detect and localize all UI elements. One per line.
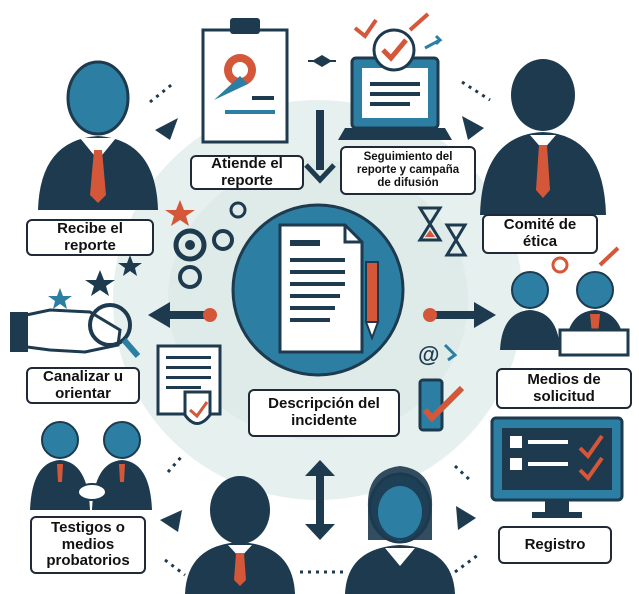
label-registro: Registro [498, 526, 612, 564]
document-shield-icon [156, 344, 222, 425]
document-pen-icon [231, 203, 405, 377]
arrow-right [423, 302, 496, 328]
person-icon [38, 60, 158, 210]
label-medios-solicitud: Medios de solicitud [496, 368, 632, 409]
arrow-heads [155, 116, 484, 532]
label-seguimiento: Seguimiento del reporte y campaña de dif… [340, 146, 476, 195]
arrow-left [148, 302, 217, 328]
label-recibe: Recibe el reporte [26, 219, 154, 256]
laptop-check-icon [338, 12, 452, 140]
dotted-connectors [149, 80, 491, 577]
label-canalizar: Canalizar u orientar [26, 367, 140, 404]
svg-text:@: @ [418, 342, 439, 367]
phone-email-icon: @ [418, 342, 465, 432]
label-testigos: Testigos o medios probatorios [30, 516, 146, 574]
arrow-down [304, 110, 336, 184]
gears-icon [165, 200, 247, 289]
clipboard-icon [201, 18, 289, 144]
hourglass-icon [417, 206, 468, 257]
person-icon [185, 476, 295, 594]
people-desk-icon [500, 246, 630, 357]
label-comite: Comité de ética [482, 214, 598, 254]
person-icon [480, 59, 606, 215]
label-descripcion: Descripción del incidente [248, 389, 400, 437]
person-icon [345, 466, 455, 594]
arrow-vertical [305, 460, 335, 540]
handshake-icon [10, 303, 141, 358]
label-atiende: Atiende el reporte [190, 155, 304, 190]
people-handshake-icon [30, 421, 152, 510]
stars-icon [48, 255, 142, 309]
monitor-checklist-icon [490, 416, 624, 518]
